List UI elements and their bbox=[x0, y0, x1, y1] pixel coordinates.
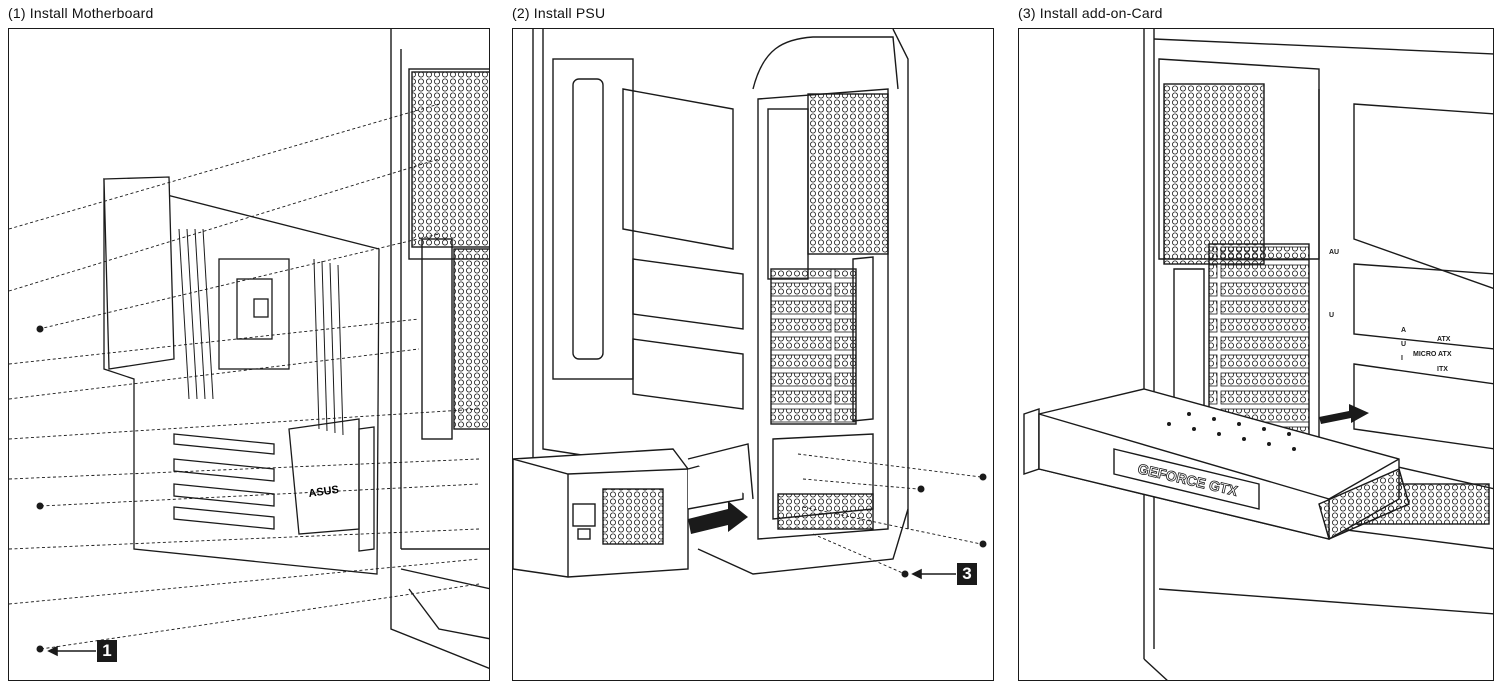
mount-label-itx: ITX bbox=[1437, 366, 1448, 373]
motherboard-illustration: ASUS bbox=[9, 29, 489, 669]
case-frame bbox=[390, 29, 489, 669]
arrow-left-icon bbox=[47, 645, 96, 657]
screw-icons bbox=[901, 473, 987, 578]
panel-install-motherboard: ASUS 1 bbox=[8, 28, 490, 681]
step-1-title: (1) Install Motherboard bbox=[8, 5, 154, 21]
mount-label-u: U bbox=[1401, 341, 1406, 348]
screw-guide-lines bbox=[9, 103, 480, 650]
callout-3-badge: 3 bbox=[957, 563, 977, 585]
arrow-left-icon bbox=[911, 568, 956, 580]
case-frame bbox=[1143, 29, 1493, 680]
mount-labels: AU U A U I ATX MICRO ATX ITX bbox=[1329, 249, 1452, 373]
mount-label-atx: ATX bbox=[1437, 336, 1451, 343]
mount-label-i: I bbox=[1401, 355, 1403, 362]
insert-arrow-icon bbox=[688, 501, 748, 534]
mount-label-top: AU bbox=[1329, 249, 1339, 256]
step-2-title: (2) Install PSU bbox=[512, 5, 606, 21]
panel-install-add-on-card: AU U A U I ATX MICRO ATX ITX GEFORCE GTX bbox=[1018, 28, 1494, 681]
psu-unit bbox=[513, 443, 754, 578]
screw-icons bbox=[36, 325, 44, 653]
callout-1-badge: 1 bbox=[97, 640, 117, 662]
mount-label-a: A bbox=[1401, 327, 1406, 334]
step-3-title: (3) Install add-on-Card bbox=[1018, 5, 1163, 21]
mount-label-micro-atx: MICRO ATX bbox=[1413, 351, 1452, 358]
psu-illustration bbox=[513, 29, 987, 580]
add-on-card-illustration: AU U A U I ATX MICRO ATX ITX GEFORCE GTX bbox=[1023, 29, 1493, 680]
panel-install-psu: 3 bbox=[512, 28, 994, 681]
mount-label-side: U bbox=[1329, 312, 1334, 319]
motherboard bbox=[103, 176, 380, 575]
insert-arrow-icon bbox=[1319, 404, 1369, 424]
graphics-card bbox=[1023, 388, 1410, 540]
screw-guide-lines bbox=[797, 453, 982, 575]
